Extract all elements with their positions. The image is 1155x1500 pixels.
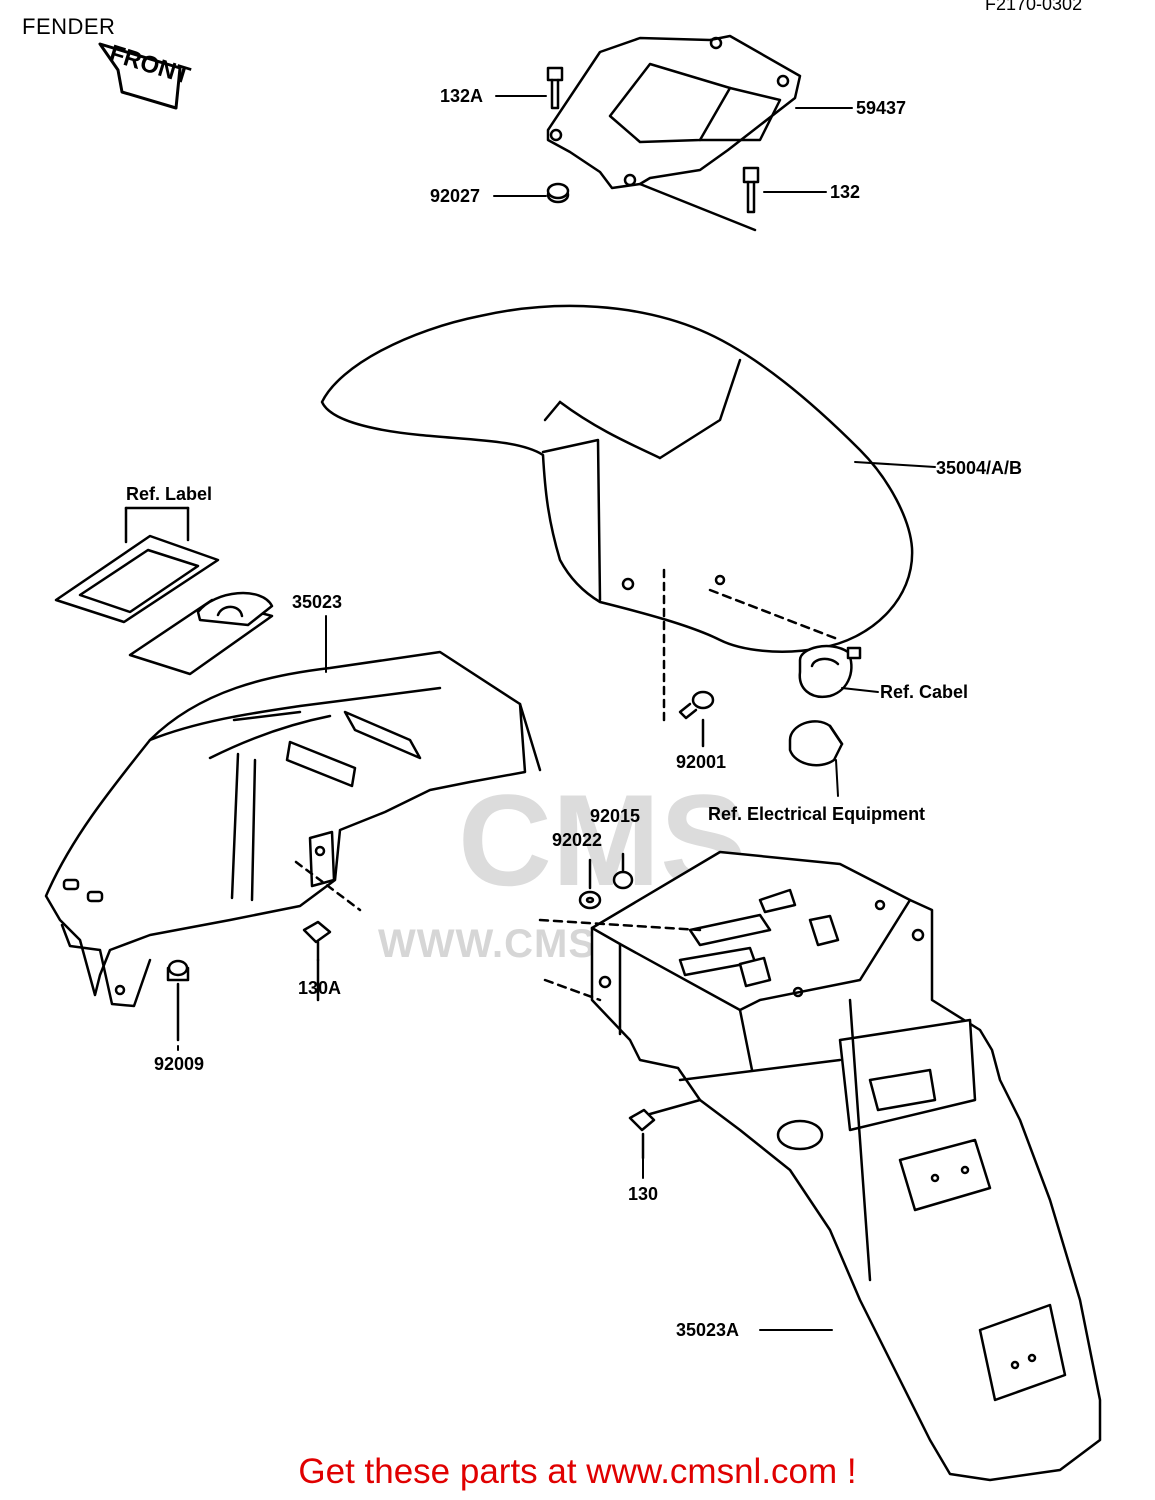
small-parts-92001-92022-92015-drawing: [578, 568, 715, 910]
front-fender-35004-drawing: [320, 304, 914, 653]
part-label-92009: 92009: [154, 1054, 204, 1074]
ref-label-text: Ref. Label: [126, 484, 212, 504]
cable-clamp-drawing: [788, 644, 862, 767]
footer-promo-link[interactable]: Get these parts at www.cmsnl.com !: [298, 1452, 857, 1491]
part-label-132A: 132A: [440, 86, 483, 106]
page-title: FENDER: [22, 14, 116, 39]
part-label-92027: 92027: [430, 186, 480, 206]
reference-labels-drawing: [54, 506, 274, 676]
part-label-35023: 35023: [292, 592, 342, 612]
part-label-92015: 92015: [590, 806, 640, 826]
part-label-130A: 130A: [298, 978, 341, 998]
bolts-130A-92009-drawing: [166, 920, 332, 1042]
part-label-92001: 92001: [676, 752, 726, 772]
part-label-35004: 35004/A/B: [936, 458, 1022, 478]
inner-fender-35023-drawing: [44, 650, 542, 1008]
part-label-132: 132: [830, 182, 860, 202]
part-label-35023A: 35023A: [676, 1320, 739, 1340]
part-label-92022: 92022: [552, 830, 602, 850]
cover-59437-drawing: [546, 34, 802, 232]
diagram-code: F2170-0302: [985, 0, 1083, 14]
front-arrow-icon: [98, 42, 182, 110]
ref-electrical-text: Ref. Electrical Equipment: [708, 804, 925, 824]
part-label-59437: 59437: [856, 98, 906, 118]
part-label-130: 130: [628, 1184, 658, 1204]
rear-fender-35023A-drawing: [538, 850, 1102, 1482]
ref-cabel-text: Ref. Cabel: [880, 682, 968, 702]
leader-lines: [177, 95, 936, 1331]
